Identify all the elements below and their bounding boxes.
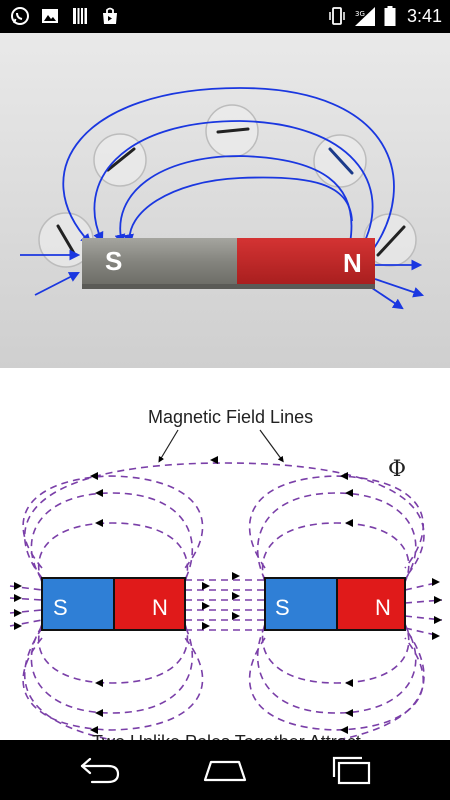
title-pointer-right bbox=[259, 429, 284, 463]
field-lines-diagram: Magnetic Field Lines Φ bbox=[0, 368, 450, 740]
right-magnet: S N bbox=[264, 577, 406, 631]
network-type-label: 3G bbox=[355, 10, 365, 18]
store-icon bbox=[103, 7, 117, 24]
clock: 3:41 bbox=[406, 5, 442, 26]
diagram-title: Magnetic Field Lines bbox=[148, 407, 313, 427]
compass-3 bbox=[205, 104, 259, 158]
right-north-label: N bbox=[375, 595, 391, 620]
left-magnet: S N bbox=[41, 577, 186, 631]
title-pointer-left bbox=[158, 429, 179, 463]
left-magnet-north bbox=[113, 577, 186, 631]
flux-symbol: Φ bbox=[388, 457, 406, 482]
home-button[interactable] bbox=[195, 750, 255, 790]
home-icon bbox=[203, 760, 247, 782]
navigation-bar bbox=[0, 740, 450, 800]
diagram-caption: Two Unlike Poles Together Attract bbox=[92, 732, 361, 740]
recents-button[interactable] bbox=[322, 750, 382, 790]
battery-icon bbox=[384, 6, 396, 26]
south-pole-section bbox=[82, 238, 237, 284]
photo-north-label: N bbox=[343, 248, 362, 278]
right-magnet-north bbox=[336, 577, 406, 631]
back-icon bbox=[80, 757, 92, 775]
diagram-arrowheads bbox=[14, 456, 442, 734]
compass-2 bbox=[93, 133, 147, 187]
photo-south-label: S bbox=[105, 246, 122, 276]
photo-field-lines bbox=[20, 87, 425, 310]
system-status: 3G 3:41 bbox=[327, 5, 442, 27]
status-bar: 3G 3:41 bbox=[0, 0, 450, 33]
notebook-icon bbox=[73, 8, 87, 24]
bar-magnet-photo: S N bbox=[0, 33, 450, 368]
bar-magnet: S N bbox=[82, 238, 375, 289]
right-south-label: S bbox=[275, 595, 290, 620]
image-content: S N Magnetic Field Lines Φ bbox=[0, 33, 450, 740]
notification-icons bbox=[10, 6, 120, 26]
signal-icon: 3G bbox=[354, 7, 375, 26]
recents-icon bbox=[337, 761, 371, 785]
photo-background bbox=[0, 33, 450, 368]
gallery-icon bbox=[42, 9, 58, 23]
whatsapp-icon bbox=[11, 7, 29, 25]
north-pole-section bbox=[237, 238, 375, 284]
compass-4 bbox=[313, 134, 367, 188]
left-north-label: N bbox=[152, 595, 168, 620]
diagram-field-lines bbox=[9, 462, 443, 740]
left-south-label: S bbox=[53, 595, 68, 620]
back-button[interactable] bbox=[68, 750, 128, 790]
vibrate-icon bbox=[329, 7, 345, 25]
